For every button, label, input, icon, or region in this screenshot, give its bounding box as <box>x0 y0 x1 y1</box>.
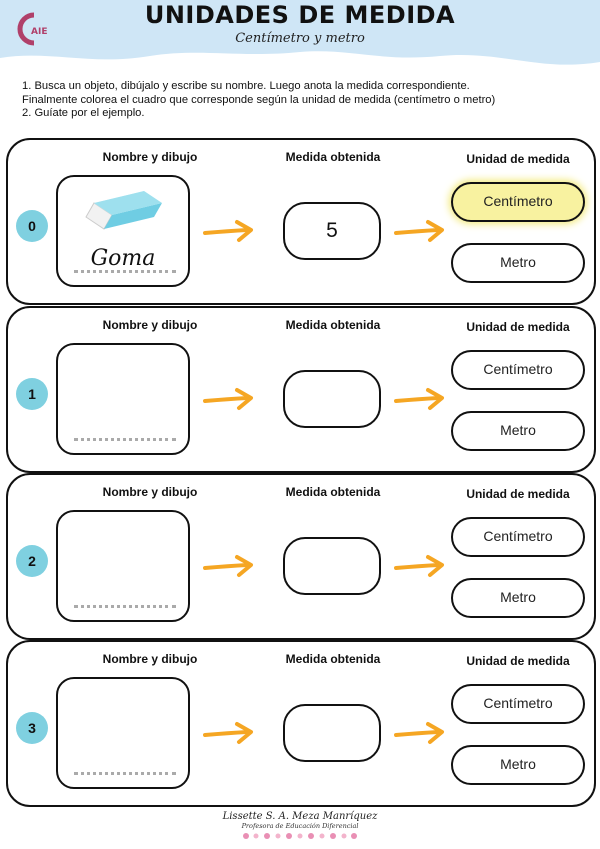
option-metro[interactable]: Metro <box>451 411 585 451</box>
drawing-area[interactable] <box>56 677 190 789</box>
instruction-line: 2. Guíate por el ejemplo. <box>22 107 145 119</box>
drawing-area[interactable] <box>56 510 190 622</box>
flowers-decoration-icon <box>243 833 357 839</box>
option-centimetro[interactable]: Centímetro <box>451 182 585 222</box>
drawing-area[interactable]: Goma <box>56 175 190 287</box>
object-name: Goma <box>90 246 156 271</box>
footer-role: Profesora de Educación Diferencial <box>241 822 359 830</box>
instruction-line: Finalmente colorea el cuadro que corresp… <box>22 93 496 106</box>
column-header-unit: Unidad de medida <box>466 320 570 334</box>
arrow-right-icon <box>394 555 444 577</box>
writing-line <box>74 438 176 441</box>
arrow-right-icon <box>394 220 444 242</box>
option-centimetro[interactable]: Centímetro <box>451 684 585 724</box>
logo-text: AIE <box>31 27 47 37</box>
exercise-row-3: Nombre y dibujo Medida obtenida Unidad d… <box>6 640 596 807</box>
option-metro[interactable]: Metro <box>451 745 585 785</box>
arrow-right-icon <box>203 388 253 410</box>
arrow-right-icon <box>203 220 253 242</box>
column-header-name: Nombre y dibujo <box>102 652 198 666</box>
eraser-icon <box>85 191 162 230</box>
instruction-line: 1. Busca un objeto, dibújalo y escribe s… <box>22 80 470 92</box>
exercise-row-2: Nombre y dibujo Medida obtenida Unidad d… <box>6 473 596 640</box>
row-number-badge: 0 <box>16 210 48 242</box>
page-title: UNIDADES DE MEDIDA <box>144 1 456 29</box>
writing-line <box>74 605 176 608</box>
exercise-row-1: Nombre y dibujo Medida obtenida Unidad d… <box>6 306 596 473</box>
measure-field[interactable]: 5 <box>283 202 381 260</box>
row-number-badge: 1 <box>16 378 48 410</box>
option-centimetro[interactable]: Centímetro <box>451 517 585 557</box>
arrow-right-icon <box>394 722 444 744</box>
measure-field[interactable] <box>283 704 381 762</box>
column-header-unit: Unidad de medida <box>466 152 570 166</box>
exercise-row-0: Nombre y dibujo Medida obtenida Unidad d… <box>6 138 596 305</box>
column-header-name: Nombre y dibujo <box>102 318 198 332</box>
arrow-right-icon <box>203 555 253 577</box>
arrow-right-icon <box>203 722 253 744</box>
option-centimetro[interactable]: Centímetro <box>451 350 585 390</box>
writing-line <box>74 270 176 273</box>
instructions: 1. Busca un objeto, dibújalo y escribe s… <box>22 80 592 121</box>
footer: Lissette S. A. Meza Manríquez Profesora … <box>0 811 600 841</box>
page-subtitle: Centímetro y metro <box>235 31 365 46</box>
column-header-measure: Medida obtenida <box>285 485 381 499</box>
row-number-badge: 2 <box>16 545 48 577</box>
option-metro[interactable]: Metro <box>451 578 585 618</box>
measure-field[interactable] <box>283 370 381 428</box>
header-wave <box>0 0 600 65</box>
column-header-measure: Medida obtenida <box>285 652 381 666</box>
column-header-unit: Unidad de medida <box>466 487 570 501</box>
footer-author: Lissette S. A. Meza Manríquez <box>222 811 378 822</box>
column-header-measure: Medida obtenida <box>285 150 381 164</box>
logo-icon: AIE <box>17 12 47 46</box>
option-metro[interactable]: Metro <box>451 243 585 283</box>
column-header-measure: Medida obtenida <box>285 318 381 332</box>
column-header-name: Nombre y dibujo <box>102 150 198 164</box>
column-header-name: Nombre y dibujo <box>102 485 198 499</box>
drawing-area[interactable] <box>56 343 190 455</box>
column-header-unit: Unidad de medida <box>466 654 570 668</box>
arrow-right-icon <box>394 388 444 410</box>
row-number-badge: 3 <box>16 712 48 744</box>
measure-field[interactable] <box>283 537 381 595</box>
writing-line <box>74 772 176 775</box>
